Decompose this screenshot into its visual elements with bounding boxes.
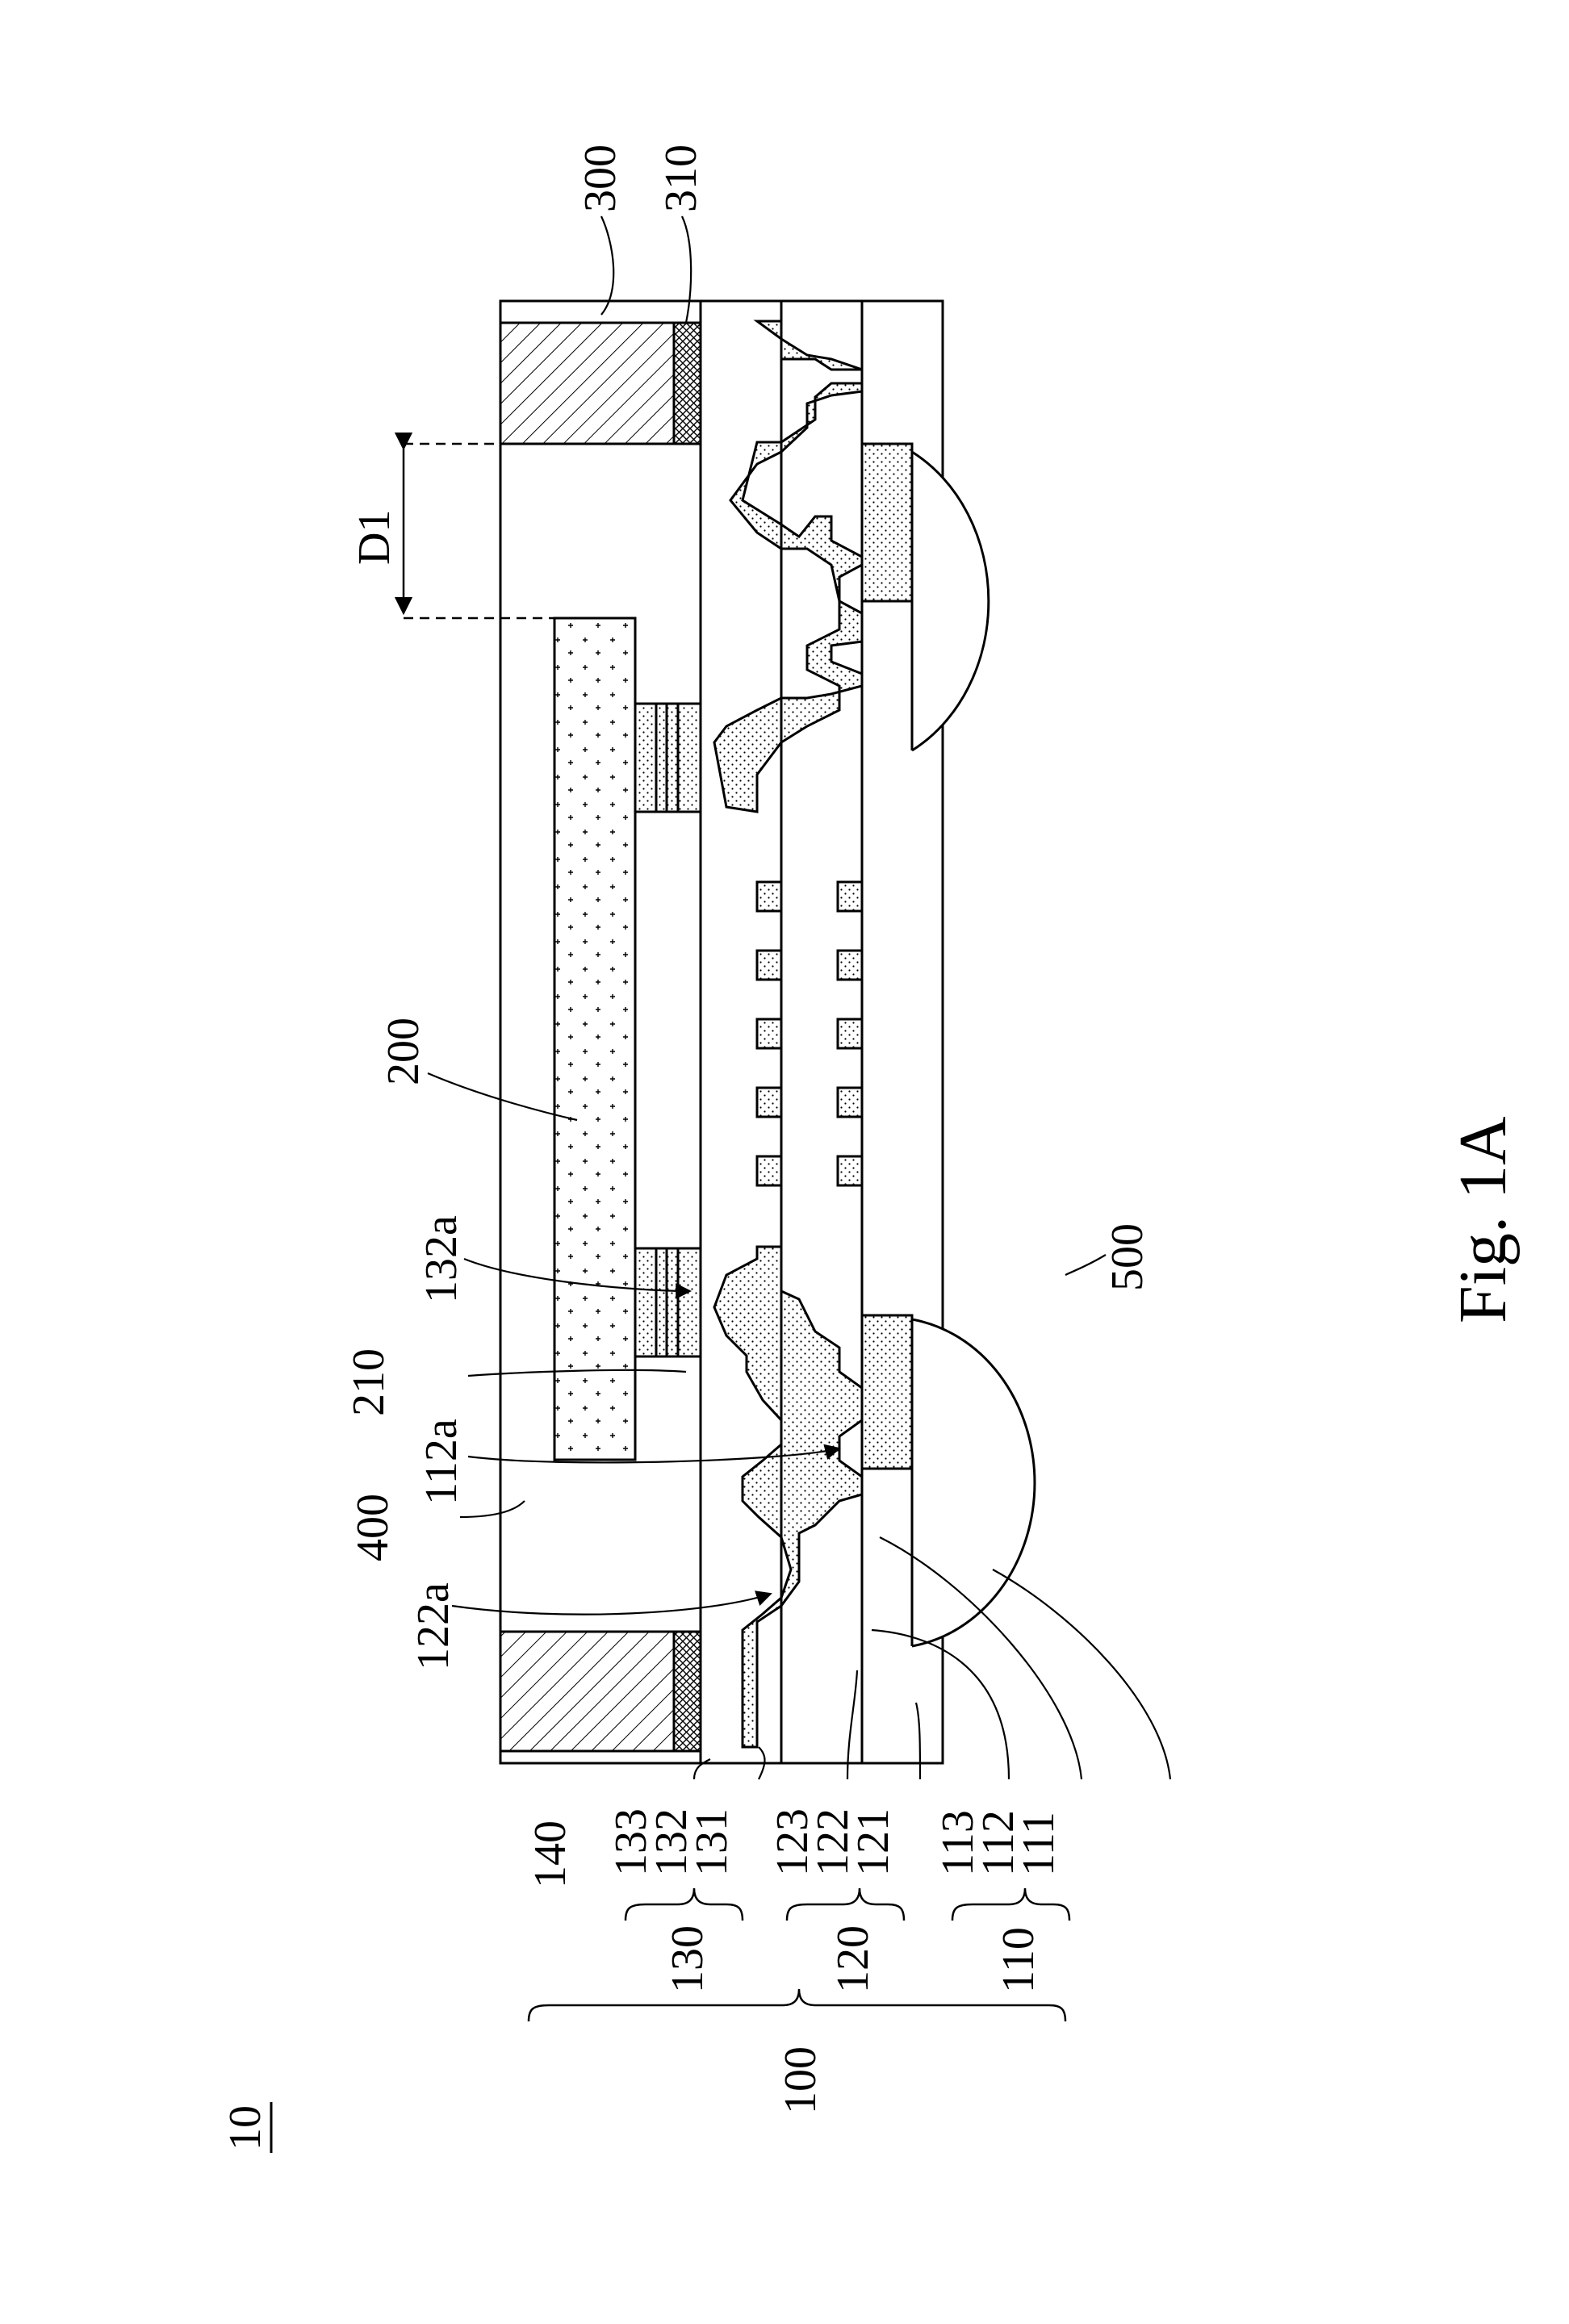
label-132a: 132a [416,1215,467,1303]
label-210: 210 [344,1348,394,1416]
solder-balls [862,444,1035,1646]
label-110: 110 [994,1927,1044,1993]
label-111: 111 [1014,1812,1064,1876]
reference-labels: 300 310 D1 200 132a 210 112a 400 122a 50… [344,144,1153,2114]
label-131: 131 [687,1808,737,1876]
device-label: 10 [220,2105,270,2151]
frame-300-top [500,323,674,444]
label-400: 400 [348,1494,398,1561]
label-121: 121 [848,1808,898,1876]
label-200: 200 [379,1018,429,1085]
label-120: 120 [828,1925,878,1993]
dimension-d1 [404,444,554,618]
adhesive-310-top [674,323,701,444]
label-d1: D1 [349,510,400,565]
label-100: 100 [776,2046,826,2114]
label-140: 140 [525,1820,575,1888]
brackets [529,1888,1069,2021]
frame-300-bottom [500,1632,674,1751]
label-130: 130 [663,1925,713,1993]
label-300: 300 [575,144,626,212]
die-200 [554,618,635,1460]
adhesive-310-bottom [674,1632,701,1751]
trace-pads [757,882,862,1185]
figure-caption: Fig. 1A [1446,1116,1521,1323]
label-310: 310 [656,144,706,212]
device-number: 10 [220,2102,271,2153]
label-122a: 122a [408,1582,458,1670]
die-connectors [635,704,701,1356]
label-112a: 112a [416,1419,467,1505]
label-500: 500 [1102,1223,1153,1291]
